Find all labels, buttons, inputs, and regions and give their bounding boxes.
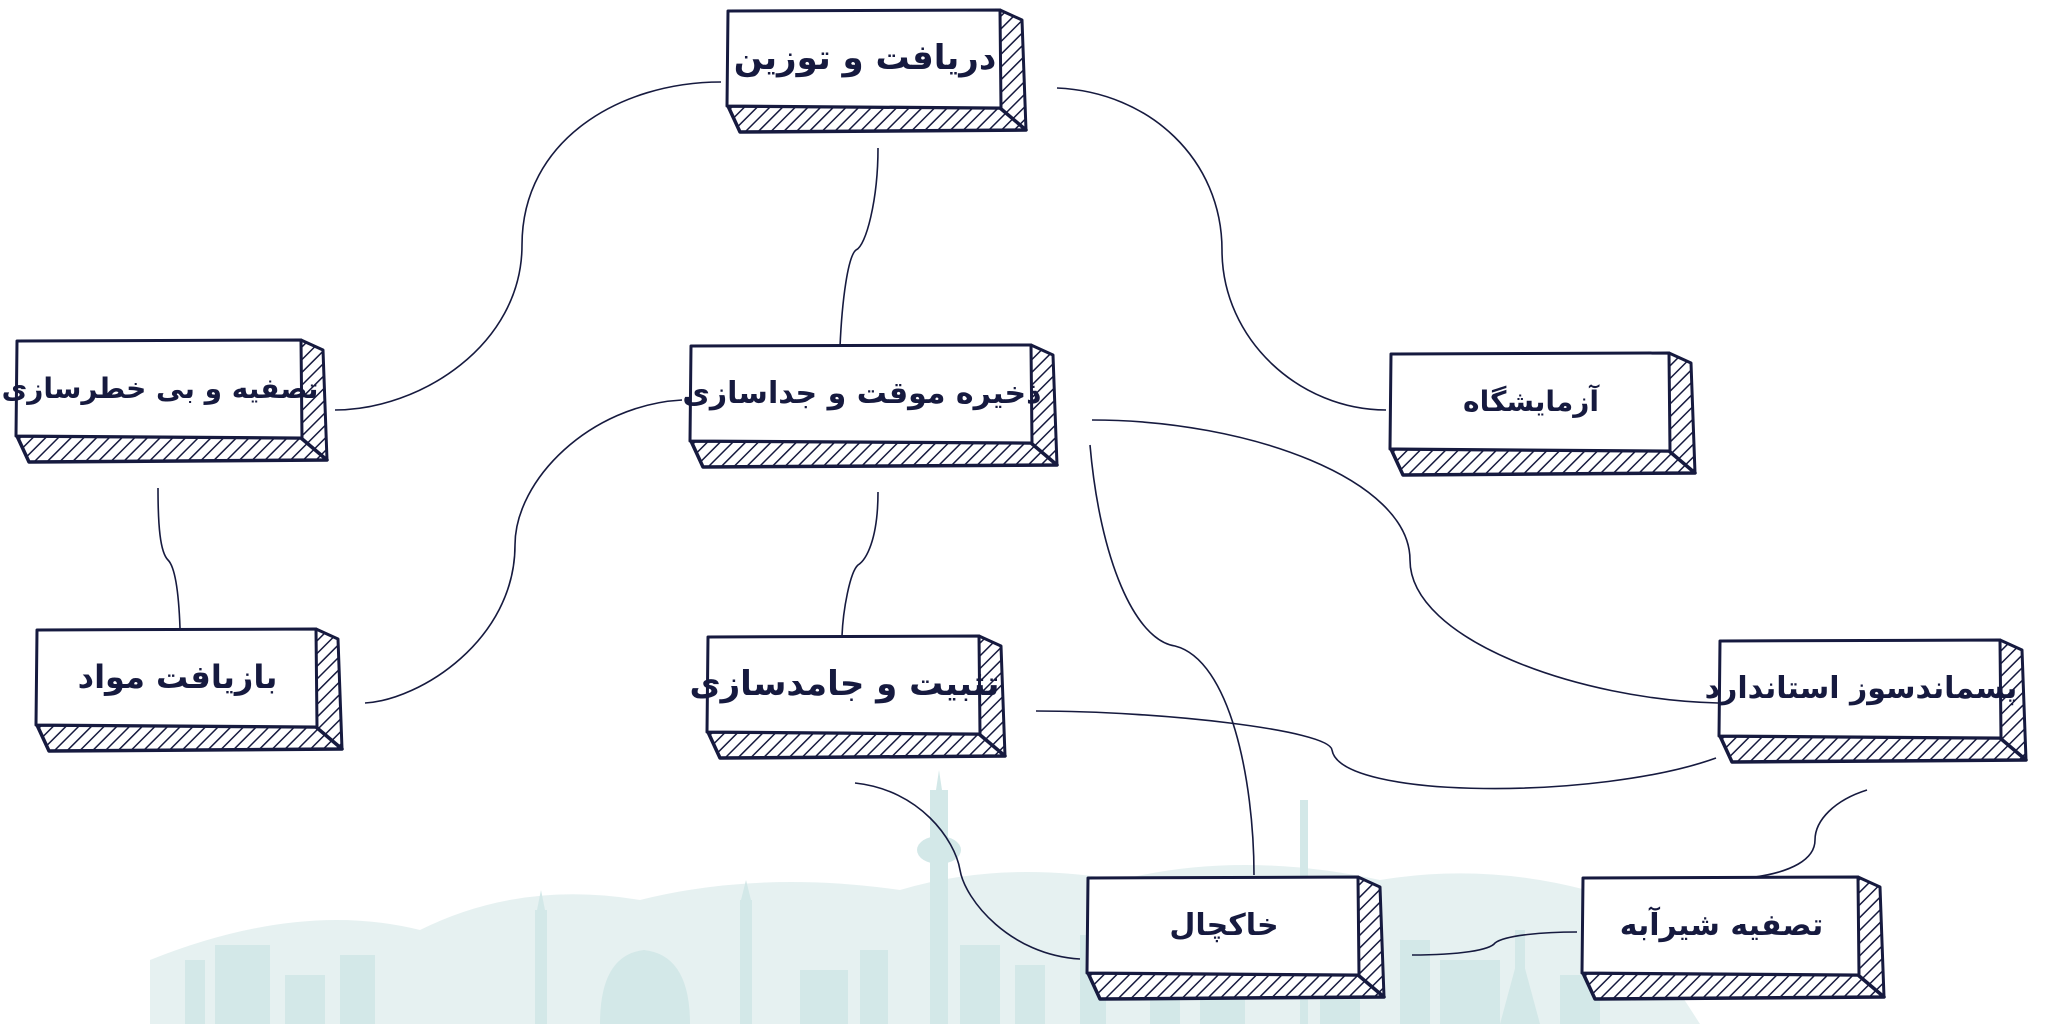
- connector-treat-recycle: [157, 487, 181, 629]
- connector-receive-treat: [334, 81, 722, 411]
- node-label: دریافت و توزین: [733, 38, 997, 78]
- node-stabilize: تثبیت و جامدسازی: [689, 634, 1011, 764]
- connector-receive-storage: [839, 147, 879, 348]
- node-label: آزمایشگاه: [1463, 384, 1599, 418]
- node-incinerator: پسماندسوز استاندارد: [1704, 638, 2032, 768]
- node-landfill: خاکچال: [1085, 875, 1390, 1005]
- node-lab: آزمایشگاه: [1388, 351, 1701, 481]
- node-label: تثبیت و جامدسازی: [689, 664, 1000, 704]
- node-label: بازیافت مواد: [77, 658, 278, 696]
- node-label: تصفیه و بی خطرسازی: [1, 371, 319, 405]
- box-shape: [688, 343, 1059, 469]
- node-storage: ذخیره موقت و جداسازی: [682, 343, 1063, 473]
- box-shape: [1717, 638, 2028, 764]
- box-shape: [1388, 351, 1697, 477]
- connector-stabilize-landfill: [854, 782, 1081, 960]
- node-label: ذخیره موقت و جداسازی: [682, 375, 1042, 411]
- connector-storage-stabilize: [841, 491, 879, 637]
- connector-storage-incinerator: [1091, 419, 1719, 704]
- box-shape: [1580, 875, 1886, 1001]
- connector-storage-landfill: [1089, 444, 1255, 876]
- node-label: خاکچال: [1169, 907, 1279, 943]
- box-shape: [1085, 875, 1386, 1001]
- node-label: تصفیه شیرآبه: [1619, 907, 1824, 943]
- connector-stabilize-incinerator: [1035, 710, 1717, 790]
- connector-incinerator-leachate: [1754, 789, 1868, 878]
- box-shape: [705, 634, 1007, 760]
- node-recycle: بازیافت مواد: [34, 627, 348, 757]
- box-shape: [34, 627, 344, 753]
- connector-storage-recycle: [364, 399, 683, 704]
- box-shape: [725, 8, 1028, 134]
- node-treat: تصفیه و بی خطرسازی: [1, 338, 333, 468]
- node-leachate: تصفیه شیرآبه: [1580, 875, 1890, 1005]
- connector-receive-lab: [1056, 87, 1387, 411]
- node-receive: دریافت و توزین: [725, 8, 1032, 138]
- node-label: پسماندسوز استاندارد: [1704, 670, 2018, 706]
- connector-landfill-leachate: [1411, 931, 1578, 956]
- box-shape: [14, 338, 329, 464]
